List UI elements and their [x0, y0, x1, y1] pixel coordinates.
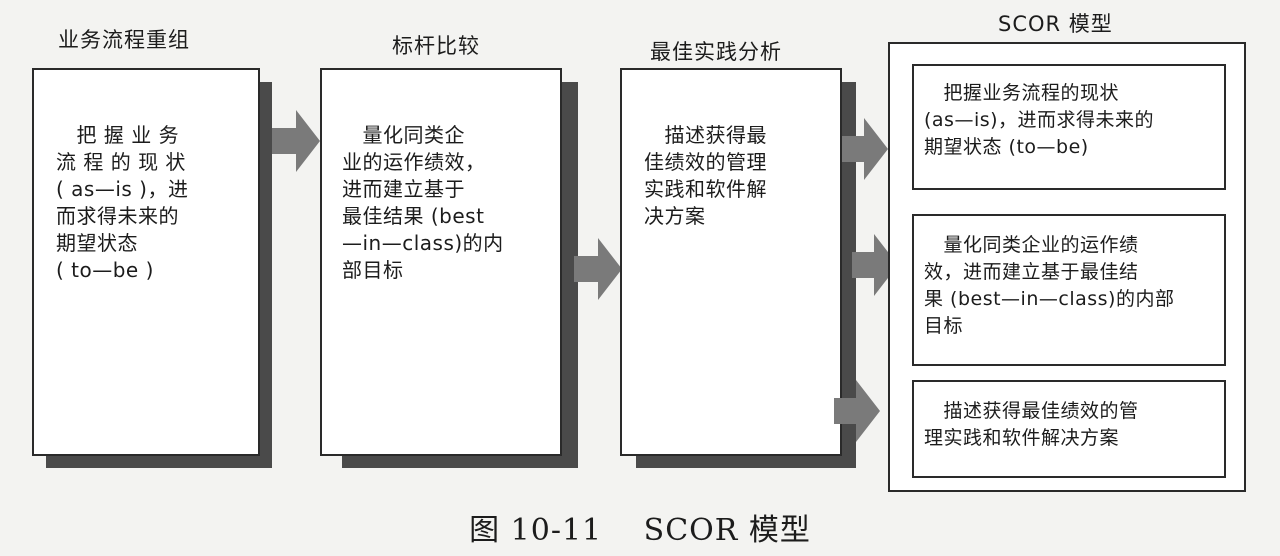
box-text-best-practice: 描述获得最 佳绩效的管理 实践和软件解 决方案: [644, 123, 767, 228]
arrow-right-icon: [852, 234, 898, 296]
box-text-bpr: 把 握 业 务 流 程 的 现 状 ( as—is )，进 而求得未来的 期望状…: [56, 123, 189, 282]
column-title-bpr: 业务流程重组: [58, 28, 190, 52]
box-text-benchmarking: 量化同类企 业的运作绩效， 进而建立基于 最佳结果 (best —in—clas…: [342, 123, 504, 282]
column-title-best-practice: 最佳实践分析: [650, 40, 782, 64]
scor-item-text-2: 量化同类企业的运作绩 效，进而建立基于最佳结 果 (best—in—class)…: [924, 234, 1175, 337]
scor-item-box-3: 描述获得最佳绩效的管 理实践和软件解决方案: [912, 380, 1226, 478]
scor-item-box-2: 量化同类企业的运作绩 效，进而建立基于最佳结 果 (best—in—class)…: [912, 214, 1226, 366]
scor-item-text-3: 描述获得最佳绩效的管 理实践和软件解决方案: [924, 400, 1139, 449]
scor-outer-box: 把握业务流程的现状 (as—is)，进而求得未来的 期望状态 (to—be) 量…: [888, 42, 1246, 492]
figure-caption: 图 10-11 SCOR 模型: [469, 513, 811, 548]
scor-item-box-1: 把握业务流程的现状 (as—is)，进而求得未来的 期望状态 (to—be): [912, 64, 1226, 190]
arrow-right-icon: [574, 238, 622, 300]
arrow-right-icon: [842, 118, 888, 180]
box-benchmarking: 量化同类企 业的运作绩效， 进而建立基于 最佳结果 (best —in—clas…: [320, 68, 562, 456]
scor-title: SCOR 模型: [998, 12, 1113, 36]
box-bpr: 把 握 业 务 流 程 的 现 状 ( as—is )，进 而求得未来的 期望状…: [32, 68, 260, 456]
box-best-practice: 描述获得最 佳绩效的管理 实践和软件解 决方案: [620, 68, 842, 456]
arrow-right-icon: [272, 110, 320, 172]
scor-item-text-1: 把握业务流程的现状 (as—is)，进而求得未来的 期望状态 (to—be): [924, 82, 1155, 158]
column-title-benchmarking: 标杆比较: [392, 34, 480, 58]
arrow-right-icon: [834, 380, 880, 442]
